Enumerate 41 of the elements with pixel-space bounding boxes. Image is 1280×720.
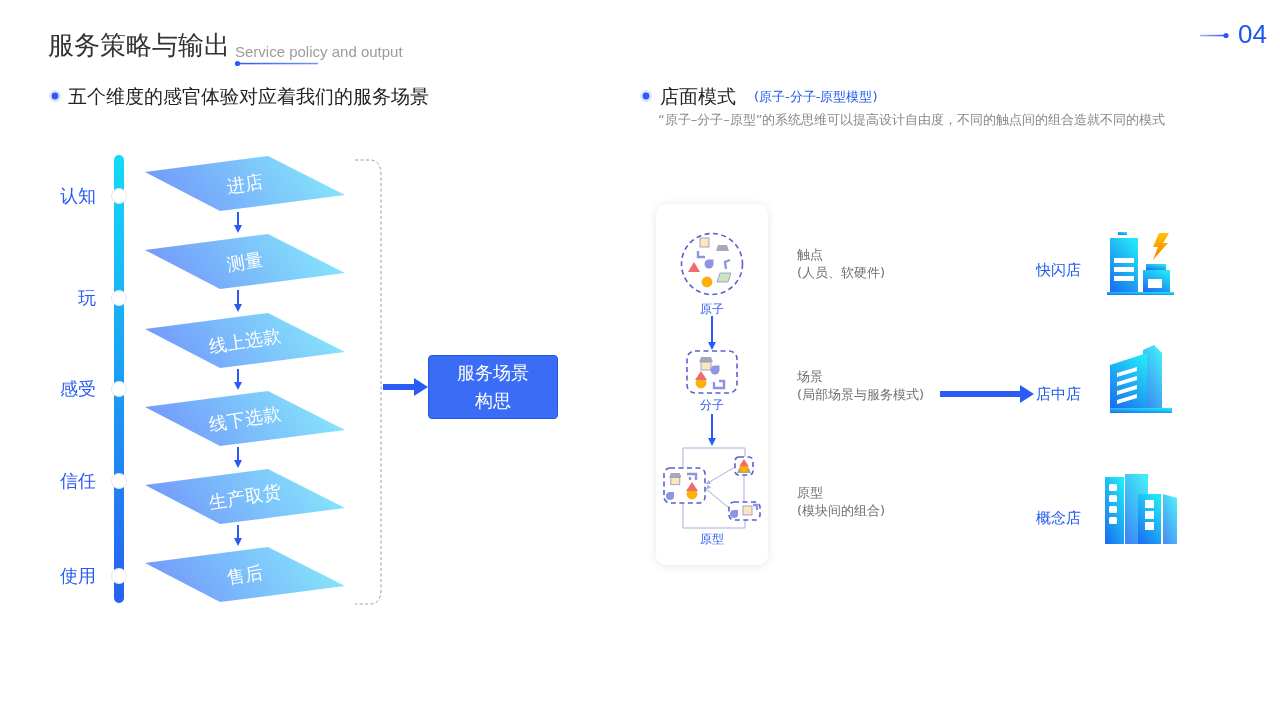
stage-label: 信任 <box>60 470 96 492</box>
arrow <box>234 211 242 233</box>
step-label: 售后 <box>225 560 265 589</box>
arrow <box>708 413 716 446</box>
node-caption: 原型 <box>700 532 724 546</box>
process-box <box>428 355 558 419</box>
item-description: (人员、软硬件) <box>797 265 886 281</box>
step-label: 进店 <box>225 169 265 198</box>
stage-label: 使用 <box>60 565 96 587</box>
store-label: 概念店 <box>1036 508 1081 528</box>
item-heading: 触点 <box>797 247 823 263</box>
item-heading: 场景 <box>797 369 823 385</box>
stage-label: 玩 <box>78 287 96 309</box>
block-arrow <box>383 378 428 396</box>
node-caption: 分子 <box>700 398 724 412</box>
stage-label: 认知 <box>60 185 96 207</box>
page-number: 04 <box>1238 19 1267 51</box>
step-label: 生产取货 <box>207 480 283 513</box>
arrow <box>234 289 242 312</box>
arrow <box>708 315 716 350</box>
item-description: (局部场景与服务模式) <box>797 387 925 403</box>
item-heading: 原型 <box>797 485 823 501</box>
box-label: 服务场景构思 <box>456 361 530 413</box>
arrow <box>234 446 242 468</box>
section-note: (原子-分子-原型模型) <box>754 89 878 105</box>
node-caption: 原子 <box>700 302 724 316</box>
section-description: “原子–分子–原型”的系统思维可以提高设计自由度，不同的触点间的组合造就不同的模式 <box>658 112 1166 128</box>
store-label: 店中店 <box>1036 384 1081 404</box>
section-heading: 店面模式 <box>660 84 736 108</box>
step-label: 线下选款 <box>207 402 283 435</box>
store-label: 快闪店 <box>1036 260 1081 280</box>
stage-label: 感受 <box>60 378 96 400</box>
page-title: 服务策略与输出 <box>48 30 230 62</box>
arrow <box>234 368 242 390</box>
block-arrow <box>940 385 1034 403</box>
subtitle: Service policy and output <box>235 43 403 61</box>
section-heading: 五个维度的感官体验对应着我们的服务场景 <box>68 84 429 108</box>
arrow <box>234 524 242 546</box>
step-label: 测量 <box>225 247 265 276</box>
item-description: (模块间的组合) <box>797 503 886 519</box>
step-label: 线上选款 <box>207 324 283 357</box>
